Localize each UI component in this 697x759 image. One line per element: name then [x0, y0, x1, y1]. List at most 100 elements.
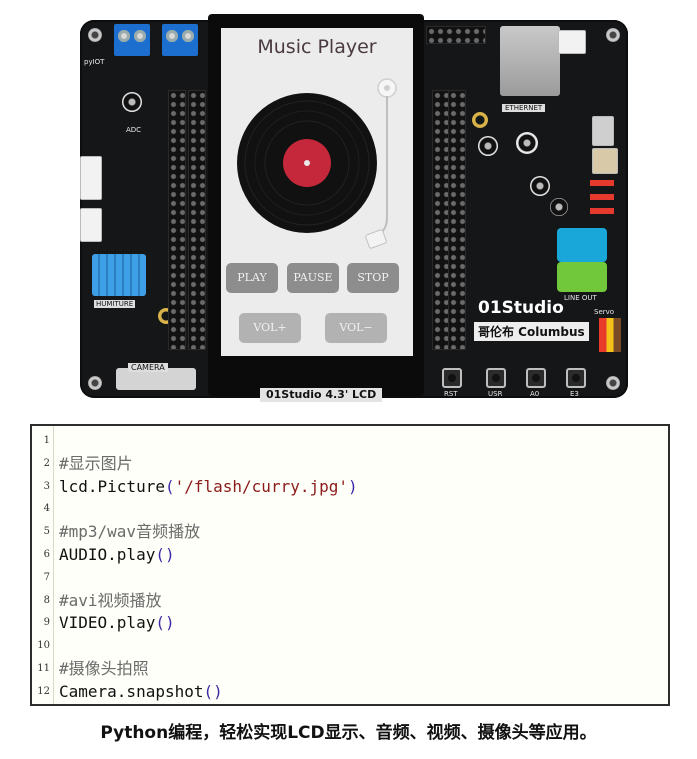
mic-jack [557, 228, 607, 262]
line-out-jack [557, 262, 607, 292]
code-line: 11 #摄像头拍照 [32, 657, 668, 680]
code-text: AUDIO.play() [59, 543, 175, 566]
caption: Python编程，轻松实现LCD显示、音频、视频、摄像头等应用。 [100, 723, 597, 743]
line-number: 4 [43, 503, 50, 515]
line-number: 10 [37, 640, 50, 652]
camera-connector [116, 368, 196, 390]
line-number: 9 [43, 617, 50, 629]
pin-header-left [188, 90, 206, 350]
code-text: lcd.Picture('/flash/curry.jpg') [59, 475, 358, 498]
usr-button [486, 368, 506, 388]
rst-button [442, 368, 462, 388]
line-number: 7 [43, 571, 50, 583]
code-comment: #显示图片 [59, 453, 133, 473]
capacitor [516, 132, 538, 154]
ethernet-label: ETHERNET [502, 104, 546, 112]
camera-label: CAMERA [128, 363, 168, 372]
close-paren: ) [164, 613, 175, 633]
usr-label: USR [488, 390, 503, 398]
adc-label: ADC [126, 126, 142, 134]
code-line: 4 [32, 497, 668, 520]
code-text: #摄像头拍照 [59, 657, 149, 680]
mount-hole [606, 28, 620, 42]
pause-button[interactable]: PAUSE [287, 263, 339, 293]
close-paren: ) [164, 545, 175, 564]
code-line: 10 [32, 634, 668, 657]
open-paren: ( [203, 681, 214, 701]
pin-header-top [426, 26, 486, 44]
humiture-label: HUMITURE [94, 300, 136, 308]
code-line: 5 #mp3/wav音频播放 [32, 520, 668, 543]
a0-label: A0 [530, 390, 540, 398]
line-number: 6 [43, 549, 50, 560]
code-line: 8 #avi视频播放 [32, 589, 668, 612]
close-paren: ) [213, 681, 223, 701]
code-line: 6 AUDIO.play() [32, 543, 668, 566]
volume-down-button[interactable]: VOL− [325, 313, 387, 343]
a0-button [526, 368, 546, 388]
capacitor [550, 198, 568, 216]
grove-connector [80, 156, 102, 200]
code-string: '/flash/curry.jpg' [174, 476, 348, 496]
gold-hole [472, 112, 488, 128]
code-comment: #mp3/wav音频播放 [59, 522, 201, 542]
ethernet-jack [500, 26, 560, 96]
lcd-model-label: 01Studio 4.3' LCD [260, 388, 383, 402]
code-line: 1 [32, 429, 668, 452]
music-player-title: Music Player [257, 36, 377, 58]
code-comment: #摄像头拍照 [59, 659, 149, 678]
capacitor [478, 136, 498, 156]
code-call: AUDIO.play [59, 545, 156, 564]
line-number: 12 [37, 685, 50, 697]
open-paren: ( [155, 545, 165, 564]
play-button[interactable]: PLAY [226, 263, 278, 293]
turntable-graphic [237, 78, 397, 249]
servo-header [599, 318, 621, 352]
lcd-screen: Music Player PLAY PAUSE STOP VOL+ VOL− [221, 28, 413, 356]
open-paren: ( [164, 476, 175, 496]
code-line: 3 lcd.Picture('/flash/curry.jpg') [32, 475, 668, 498]
close-paren: ) [348, 476, 358, 496]
mount-hole [88, 376, 102, 390]
grove-connector [80, 208, 102, 242]
power-switch [592, 148, 618, 174]
servo-label: Servo [594, 308, 615, 316]
red-header [590, 194, 614, 200]
code-text: #mp3/wav音频播放 [59, 520, 200, 543]
line-out-label: LINE OUT [564, 294, 597, 302]
usb-c-port [592, 116, 614, 146]
code-call: Camera.snapshot [59, 681, 204, 701]
humiture-sensor [92, 254, 146, 296]
brand-logo: 01Studio [478, 298, 564, 318]
line-number: 1 [43, 435, 50, 446]
mount-hole [88, 28, 102, 42]
code-call: lcd.Picture [59, 476, 165, 496]
line-number: 8 [43, 594, 50, 606]
tonearm-icon [376, 96, 388, 237]
stop-button[interactable]: STOP [347, 263, 399, 293]
mount-hole [606, 376, 620, 390]
code-comment: #avi视频播放 [59, 590, 162, 610]
code-line: 12 Camera.snapshot() [32, 680, 668, 703]
line-number: 2 [43, 457, 50, 469]
line-number: 3 [43, 480, 50, 492]
code-line: 2 #显示图片 [32, 452, 668, 475]
line-number: 5 [43, 526, 50, 538]
red-header [590, 180, 614, 186]
can-terminal [162, 24, 198, 56]
code-text: Camera.snapshot() [59, 680, 223, 703]
line-number: 11 [37, 663, 50, 674]
code-text: #avi视频播放 [59, 589, 162, 612]
volume-up-button[interactable]: VOL+ [239, 313, 301, 343]
brand-subtitle: 哥伦布 Columbus [474, 322, 589, 341]
red-header [590, 208, 614, 214]
adc-potentiometer [122, 92, 142, 112]
pin-header-left [168, 90, 186, 350]
pyiot-label: pyIOT [84, 58, 105, 66]
capacitor [530, 176, 550, 196]
power-connector [558, 30, 586, 54]
rst-label: RST [444, 390, 458, 398]
e3-label: E3 [570, 390, 579, 398]
